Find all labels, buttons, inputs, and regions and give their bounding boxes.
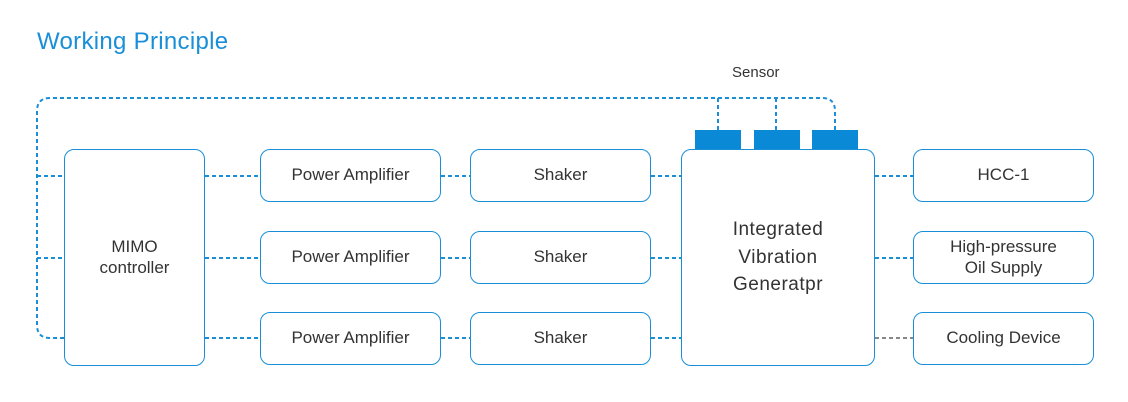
generator-label-line2: Vibration: [738, 246, 818, 268]
sensor-label: Sensor: [732, 64, 780, 81]
shaker-label: Shaker: [533, 247, 588, 267]
sensor-link-3: [718, 97, 836, 130]
shaker-box-1: Shaker: [470, 149, 651, 202]
sensor-block-1: [695, 130, 741, 150]
power-amplifier-box-1: Power Amplifier: [260, 149, 441, 202]
hcc-label: HCC-1: [977, 165, 1030, 185]
oil-supply-box: High-pressure Oil Supply: [913, 231, 1094, 284]
shaker-label: Shaker: [533, 165, 588, 185]
power-amplifier-label: Power Amplifier: [291, 328, 410, 348]
power-amplifier-label: Power Amplifier: [291, 165, 410, 185]
feedback-loop-line: [36, 97, 719, 339]
page-title: Working Principle: [37, 28, 229, 55]
mimo-controller-label: MIMO controller: [99, 237, 170, 277]
shaker-box-2: Shaker: [470, 231, 651, 284]
cooling-device-label: Cooling Device: [946, 328, 1061, 348]
sensor-block-2: [754, 130, 800, 150]
generator-label-line3: Generatpr: [732, 274, 824, 296]
cooling-device-box: Cooling Device: [913, 312, 1094, 365]
oil-supply-label: High-pressure Oil Supply: [950, 237, 1057, 277]
hcc-box: HCC-1: [913, 149, 1094, 202]
shaker-label: Shaker: [533, 328, 588, 348]
power-amplifier-box-2: Power Amplifier: [260, 231, 441, 284]
power-amplifier-box-3: Power Amplifier: [260, 312, 441, 365]
mimo-controller-box: MIMO controller: [64, 149, 205, 366]
sensor-block-3: [812, 130, 858, 150]
power-amplifier-label: Power Amplifier: [291, 247, 410, 267]
vibration-generator-box: Integrated Vibration Generatpr: [681, 149, 875, 366]
generator-label-line1: Integrated: [732, 219, 824, 241]
shaker-box-3: Shaker: [470, 312, 651, 365]
